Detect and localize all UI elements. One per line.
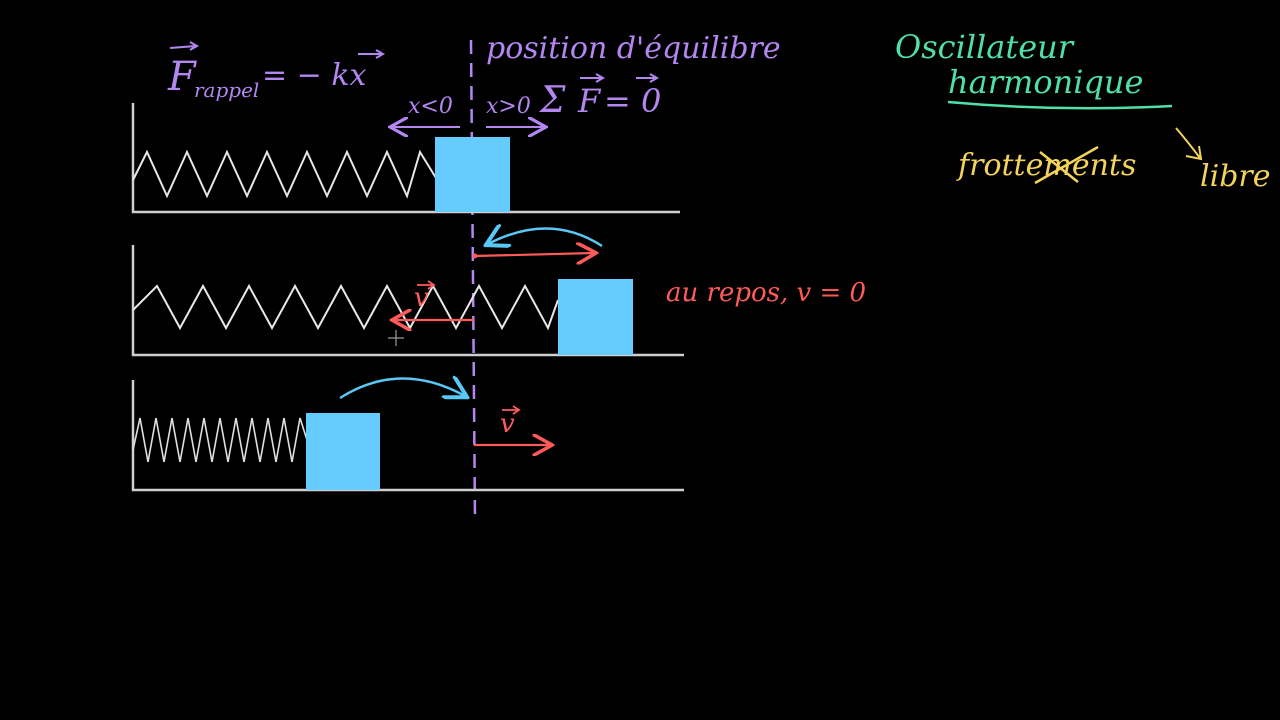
x-negative-label: x<0 <box>408 94 453 119</box>
x-positive-label: x>0 <box>486 94 531 119</box>
sum-F: F <box>577 82 602 120</box>
wall-and-ground <box>131 380 684 492</box>
return-motion-arrow <box>488 228 603 246</box>
velocity-label-arrow <box>502 405 521 415</box>
mass-block <box>435 137 510 212</box>
cursor-icon <box>388 330 404 346</box>
spring <box>132 283 559 331</box>
velocity-label-arrow <box>417 280 436 290</box>
title-harmonique: harmonique <box>948 63 1143 101</box>
mass-block <box>558 279 633 355</box>
title-underline <box>947 100 1173 110</box>
panel-equilibrium <box>131 103 680 214</box>
velocity-label: v <box>500 409 515 439</box>
vector-arrow-x <box>358 49 386 59</box>
panel-stretched: v au repos, v = 0 <box>131 228 866 357</box>
wall-and-ground <box>131 245 684 357</box>
sum-F-arrow <box>580 73 606 83</box>
vector-arrow-F <box>169 41 200 51</box>
zero-arrow <box>636 73 660 83</box>
mass-block <box>306 413 380 490</box>
origin-dot <box>472 253 478 259</box>
displacement-arrow <box>474 253 594 256</box>
libre-arrow <box>1175 127 1203 161</box>
force-subscript: rappel <box>194 78 259 102</box>
frottements-strikethrough <box>1034 145 1099 185</box>
libre-label: libre <box>1200 159 1271 194</box>
sum-of-forces: Σ F = 0 <box>538 73 661 121</box>
panel-compressed: v <box>131 378 684 492</box>
forward-motion-arrow <box>339 378 465 398</box>
equilibrium-label: position d'équilibre <box>486 31 781 66</box>
force-rhs: = − kx <box>262 58 367 93</box>
equilibrium-line <box>469 39 477 521</box>
spring <box>132 417 308 463</box>
force-F: F <box>167 54 197 100</box>
sum-sigma: Σ <box>538 80 566 121</box>
velocity-label: v <box>414 283 429 313</box>
restoring-force-formula: F rappel = − kx <box>167 41 386 102</box>
title-oscillateur: Oscillateur <box>895 28 1075 66</box>
at-rest-label: au repos, v = 0 <box>666 278 866 308</box>
sum-equals: = 0 <box>604 82 661 120</box>
spring <box>132 149 437 199</box>
